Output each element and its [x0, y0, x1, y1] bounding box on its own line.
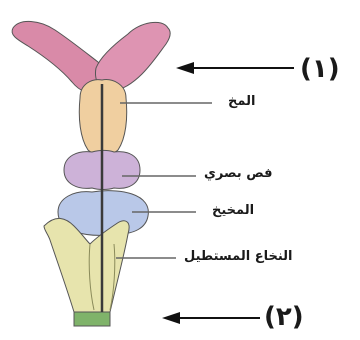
spinal-cord-tip	[74, 312, 110, 326]
medulla-label: النخاع المستطيل	[184, 249, 292, 264]
arrow-two	[162, 312, 260, 324]
marker-two: (٢)	[264, 302, 304, 332]
optic-lobe-label: فص بصري	[204, 166, 272, 181]
marker-one: (١)	[300, 54, 340, 84]
brain-label: المخ	[228, 94, 255, 109]
cerebellum-label: المخيخ	[212, 203, 254, 218]
arrow-one	[176, 62, 294, 74]
